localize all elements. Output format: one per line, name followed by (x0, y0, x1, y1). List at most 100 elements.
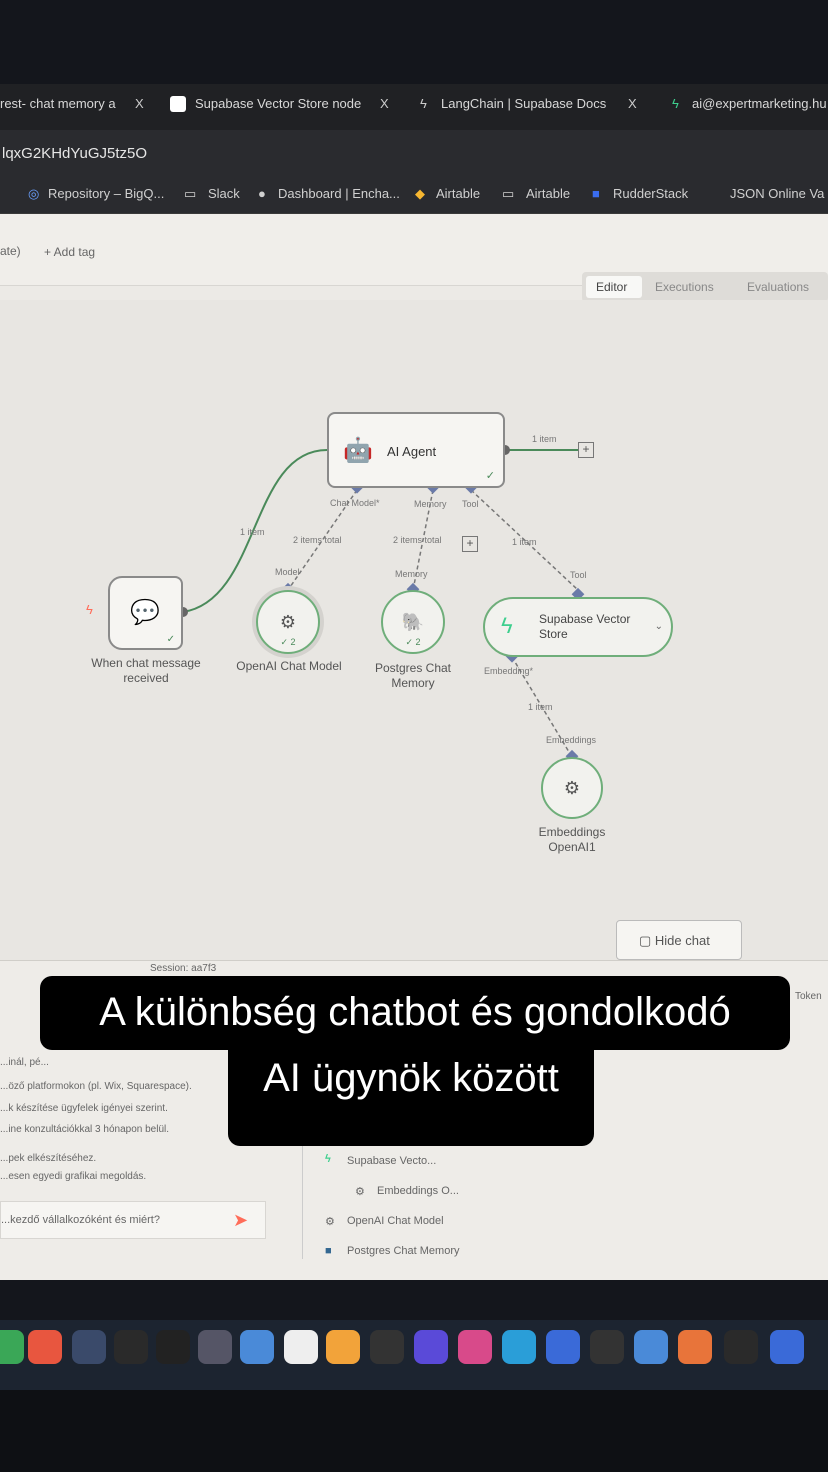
openai-icon: ⚙ (279, 611, 297, 632)
airtable-icon: ◆ (415, 186, 425, 201)
log-item[interactable]: Embeddings O... (377, 1185, 459, 1197)
chat-input[interactable]: ...kezdő vállalkozóként és miért? ➤ (0, 1201, 266, 1239)
send-icon[interactable]: ➤ (233, 1210, 249, 1230)
node-label: Embeddings OpenAI1 (538, 825, 606, 854)
robot-icon: 🤖 (343, 437, 373, 464)
tab[interactable]: Supabase Vector Store node (195, 96, 362, 111)
dock-app-icon[interactable] (156, 1330, 190, 1364)
edge-model (287, 489, 358, 591)
monitor-bezel (0, 1390, 828, 1472)
tab-editor[interactable]: Editor (586, 276, 642, 298)
log-item[interactable]: OpenAI Chat Model (347, 1215, 444, 1227)
embeddings-openai-node[interactable]: ⚙ (541, 757, 603, 819)
bookmark[interactable]: RudderStack (613, 186, 689, 201)
check-icon: ✓ (485, 470, 495, 482)
caption-line-2: AI ügynök között (228, 1050, 594, 1146)
close-tab-icon[interactable]: X (135, 96, 144, 111)
run-count: ✓ 2 (280, 637, 296, 647)
globe-icon: ● (258, 186, 266, 201)
openai-icon: ⚙ (355, 1186, 365, 1198)
dock-app-icon[interactable] (678, 1330, 712, 1364)
supabase-vector-store-node[interactable]: ϟ Supabase Vector Store ⌄ (483, 597, 673, 657)
browser-tab-bar: rest- chat memory a X Supabase Vector St… (0, 84, 828, 130)
postgres-memory-node[interactable]: 🐘 ✓ 2 (381, 590, 445, 654)
chat-message-line: ...ine konzultációkkal 3 hónapon belül. (0, 1124, 170, 1135)
dock-app-icon[interactable] (240, 1330, 274, 1364)
session-id: Session: aa7f3 (150, 963, 217, 974)
add-tool-button[interactable]: + (462, 536, 478, 552)
bookmark[interactable]: Slack (208, 186, 240, 201)
chat-trigger-node[interactable]: 💬 ✓ (108, 576, 183, 650)
rudderstack-icon: ■ (592, 186, 600, 201)
tab-evaluations[interactable]: Evaluations (747, 280, 810, 294)
dock-app-icon[interactable] (414, 1330, 448, 1364)
bookmark[interactable]: Repository – BigQ... (48, 186, 165, 201)
port-label: Tool (570, 570, 587, 580)
dock-app-icon[interactable] (284, 1330, 318, 1364)
dock-app-icon[interactable] (546, 1330, 580, 1364)
dock-app-icon[interactable] (502, 1330, 536, 1364)
search-icon: ◎ (28, 186, 40, 201)
hide-chat-button[interactable]: ▢ Hide chat (616, 920, 742, 960)
port-label: Embeddings (546, 735, 597, 745)
bookmarks-bar: ◎ Repository – BigQ... ▭ Slack ● Dashboa… (0, 176, 828, 214)
dock-app-icon[interactable] (770, 1330, 804, 1364)
openai-chat-model-node[interactable]: ⚙ ✓ 2 (256, 590, 320, 654)
close-tab-icon[interactable]: X (628, 96, 637, 111)
bookmark[interactable]: Airtable (526, 186, 571, 201)
dock-app-icon[interactable] (458, 1330, 492, 1364)
node-label: When chat message received (91, 656, 201, 685)
add-node-button[interactable]: + (578, 442, 594, 458)
port-label: Memory (395, 569, 428, 579)
logs-tree: ϟ Supabase Vecto... ⚙ Embeddings O... ⚙ … (302, 1141, 494, 1259)
chat-message-line: ...esen egyedi grafikai megoldás. (0, 1171, 147, 1182)
dock-app-icon[interactable] (0, 1330, 24, 1364)
edge-tool (470, 489, 579, 591)
chat-message-line: ...öző platformokon (pl. Wix, Squarespac… (0, 1081, 192, 1092)
workflow-name[interactable]: ate) (0, 244, 21, 258)
dock-app-icon[interactable] (114, 1330, 148, 1364)
log-item[interactable]: Supabase Vecto... (347, 1155, 437, 1167)
edge-embedding (511, 656, 573, 758)
dock-app-icon[interactable] (590, 1330, 624, 1364)
add-tag-button[interactable]: + Add tag (44, 245, 96, 259)
log-item[interactable]: Postgres Chat Memory (347, 1245, 460, 1257)
port-label: Embedding* (484, 666, 534, 676)
edge-label: 2 items total (393, 535, 442, 545)
port-label: Model (275, 567, 300, 577)
port-label: Tool (462, 499, 479, 509)
dock-app-icon[interactable] (326, 1330, 360, 1364)
close-tab-icon[interactable]: X (380, 96, 389, 111)
port-label: Memory (414, 499, 447, 509)
edge-label: 1 item (532, 434, 557, 444)
hide-chat-label: Hide chat (654, 933, 710, 948)
address-bar[interactable]: lqxG2KHdYuGJ5tz5O (0, 130, 828, 176)
dock-app-icon[interactable] (634, 1330, 668, 1364)
dock-app-icon[interactable] (28, 1330, 62, 1364)
tab[interactable]: rest- chat memory a (0, 96, 116, 111)
dock-app-icon[interactable] (370, 1330, 404, 1364)
ai-agent-node[interactable]: 🤖 AI Agent ✓ (327, 412, 505, 488)
tab-executions[interactable]: Executions (655, 280, 714, 294)
supabase-icon: ϟ (501, 613, 513, 638)
tab[interactable]: LangChain | Supabase Docs (441, 96, 607, 111)
chat-icon: ▢ (639, 933, 655, 948)
node-title: AI Agent (387, 444, 437, 459)
edge-label: 1 item (240, 527, 265, 537)
openai-icon: ⚙ (325, 1216, 335, 1228)
dock-app-icon[interactable] (198, 1330, 232, 1364)
postgres-icon: ■ (325, 1245, 332, 1257)
tab[interactable]: ai@expertmarketing.hu (692, 96, 827, 111)
run-count: ✓ 2 (405, 637, 421, 647)
openai-icon: ⚙ (563, 777, 581, 798)
bookmark[interactable]: JSON Online Va (730, 186, 825, 201)
trigger-bolt-icon: ϟ (86, 602, 93, 617)
dock-app-icon[interactable] (724, 1330, 758, 1364)
dock-app-icon[interactable] (72, 1330, 106, 1364)
postgres-elephant-icon: 🐘 (401, 611, 425, 632)
bookmark[interactable]: Dashboard | Encha... (278, 186, 400, 201)
bookmark[interactable]: Airtable (436, 186, 481, 201)
chat-bubbles-icon: 💬 (130, 599, 160, 626)
view-tabs: Editor Executions Evaluations (582, 272, 828, 302)
supabase-favicon-icon (170, 96, 186, 112)
